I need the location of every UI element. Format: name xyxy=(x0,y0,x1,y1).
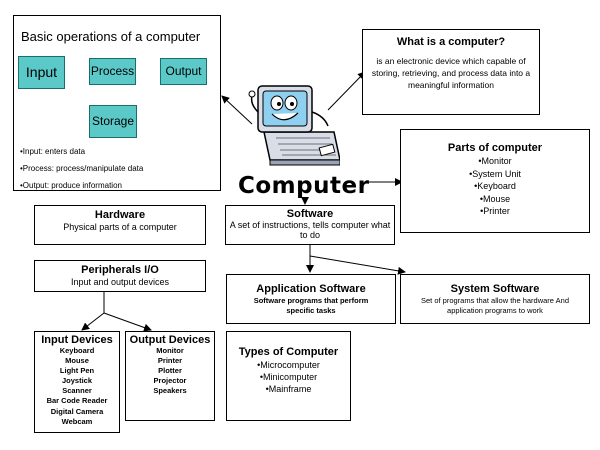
input-device-item: Light Pen xyxy=(59,366,95,376)
peripherals-body: Input and output devices xyxy=(70,277,170,287)
note-process: •Process: process/manipulate data xyxy=(20,164,144,173)
storage-node: Storage xyxy=(89,105,137,138)
application-software-title: Application Software xyxy=(256,283,366,295)
input-devices-list: Keyboard Mouse Light Pen Joystick Scanne… xyxy=(35,346,119,427)
output-devices-box: Output Devices Monitor Printer Plotter P… xyxy=(125,331,215,421)
arrow-to-output-devices xyxy=(103,312,152,332)
basic-operations-box: Basic operations of a computer •Input: e… xyxy=(13,15,221,191)
types-box: Types of Computer •Microcomputer •Minico… xyxy=(226,331,351,421)
output-devices-list: Monitor Printer Plotter Projector Speake… xyxy=(126,346,214,396)
input-device-item: Mouse xyxy=(65,356,89,366)
types-item: •Microcomputer xyxy=(257,360,320,370)
application-software-body: Software programs that perform specific … xyxy=(253,296,369,315)
system-software-box: System Software Set of programs that all… xyxy=(400,274,590,324)
arrow-to-basic-ops xyxy=(221,95,253,125)
computer-title: Computer xyxy=(238,173,370,199)
parts-title: Parts of computer xyxy=(447,142,543,154)
process-node: Process xyxy=(89,58,136,85)
output-device-item: Speakers xyxy=(153,386,187,396)
input-device-item: Keyboard xyxy=(59,346,95,355)
parts-item: •Printer xyxy=(480,206,510,216)
output-device-item: Projector xyxy=(153,376,187,386)
input-device-item: Webcam xyxy=(61,416,93,426)
input-device-item: Scanner xyxy=(62,386,92,396)
parts-item: •Keyboard xyxy=(474,181,516,191)
software-body: A set of instructions, tells computer wh… xyxy=(229,220,391,240)
parts-item: •System Unit xyxy=(469,168,521,179)
output-node: Output xyxy=(160,58,207,85)
basic-operations-notes: •Input: enters data •Process: process/ma… xyxy=(20,143,143,194)
input-node: Input xyxy=(18,56,65,89)
what-is-computer-box: What is a computer? is an electronic dev… xyxy=(362,29,540,115)
hardware-box: Hardware Physical parts of a computer xyxy=(34,205,206,245)
types-title: Types of Computer xyxy=(238,346,339,358)
what-is-title: What is a computer? xyxy=(396,36,506,48)
note-output: •Output: produce information xyxy=(20,181,122,190)
hardware-title: Hardware xyxy=(94,209,146,221)
types-list: •Microcomputer •Minicomputer •Mainframe xyxy=(227,359,350,395)
hardware-body: Physical parts of a computer xyxy=(63,222,177,232)
types-item: •Mainframe xyxy=(265,384,312,394)
output-device-item: Printer xyxy=(157,356,183,366)
parts-item: •Monitor xyxy=(478,156,512,166)
arrow-to-what-is xyxy=(327,71,366,111)
software-title: Software xyxy=(286,208,334,220)
input-device-item: Bar Code Reader xyxy=(46,396,108,406)
peripherals-box: Peripherals I/O Input and output devices xyxy=(34,260,206,292)
what-is-body: is an electronic device which capable of… xyxy=(371,56,531,90)
input-devices-box: Input Devices Keyboard Mouse Light Pen J… xyxy=(34,331,120,433)
arrow-to-input-devices xyxy=(81,312,105,331)
arrow-to-system-software xyxy=(309,255,406,275)
peripherals-title: Peripherals I/O xyxy=(81,264,159,276)
input-device-item: Digital Camera xyxy=(50,406,104,416)
parts-item: •Mouse xyxy=(479,193,511,204)
output-device-item: Monitor xyxy=(156,346,184,355)
basic-operations-title: Basic operations of a computer xyxy=(21,29,201,44)
types-item: •Minicomputer xyxy=(259,372,318,382)
system-software-body: Set of programs that allow the hardware … xyxy=(420,296,569,315)
input-devices-title: Input Devices xyxy=(41,334,113,346)
parts-box: Parts of computer •Monitor •System Unit … xyxy=(400,129,590,233)
note-input: •Input: enters data xyxy=(20,147,86,156)
parts-list: •Monitor •System Unit •Keyboard •Mouse •… xyxy=(401,155,589,218)
input-device-item: Joystick xyxy=(61,376,93,386)
application-software-box: Application Software Software programs t… xyxy=(226,274,396,324)
software-box: Software A set of instructions, tells co… xyxy=(225,205,395,245)
system-software-title: System Software xyxy=(450,283,540,295)
output-device-item: Plotter xyxy=(158,366,182,376)
computer-mascot-icon xyxy=(248,85,340,166)
output-devices-title: Output Devices xyxy=(129,334,211,346)
